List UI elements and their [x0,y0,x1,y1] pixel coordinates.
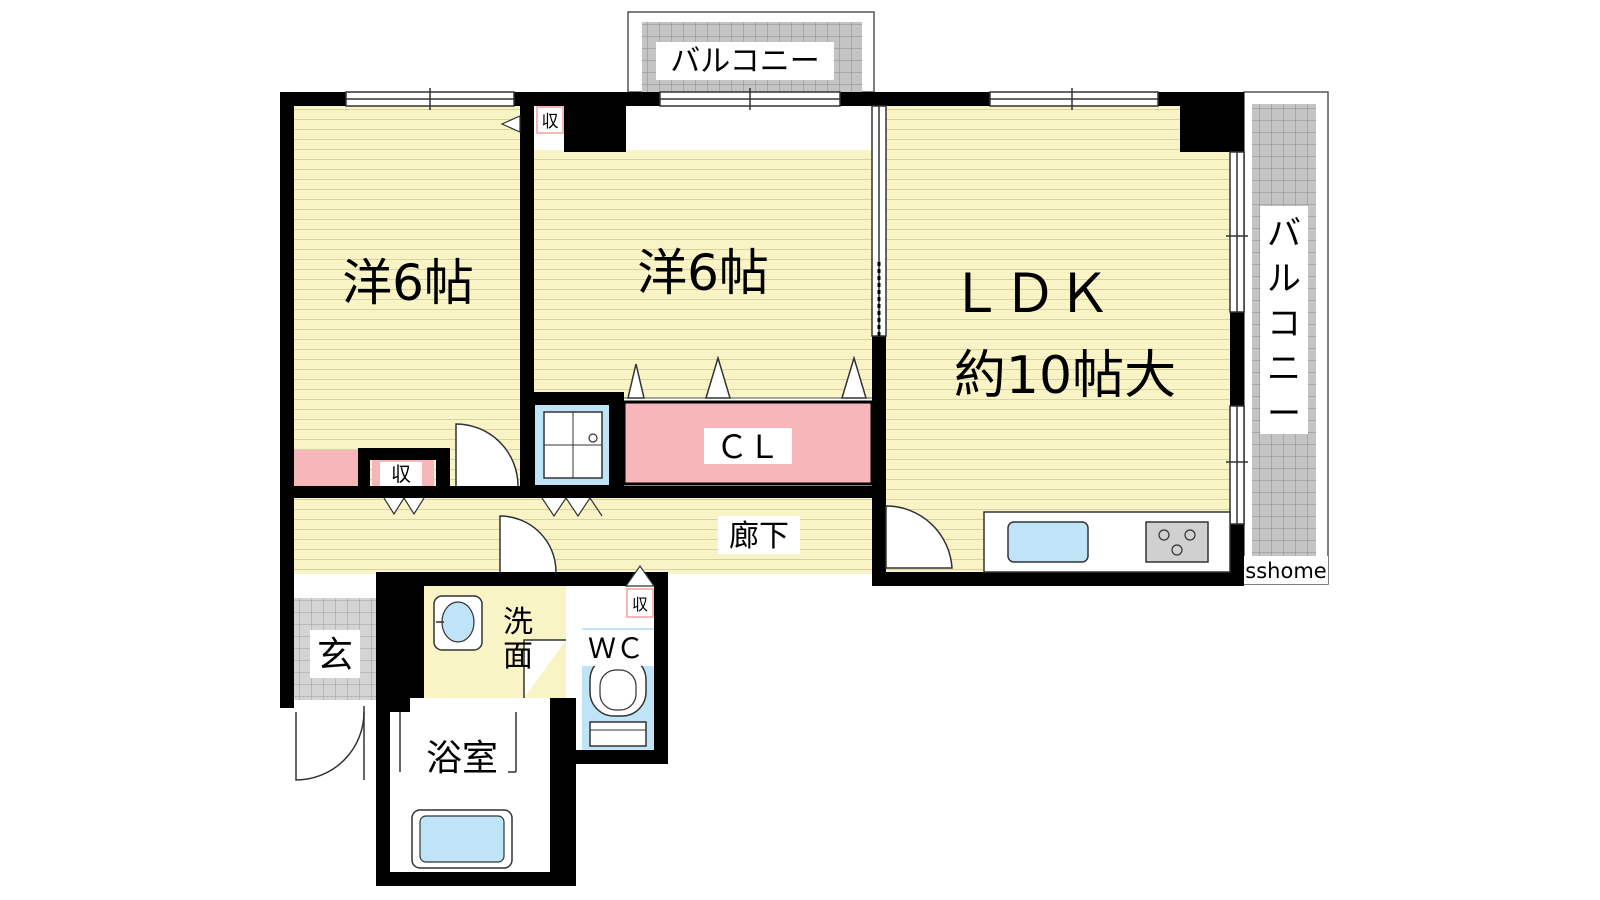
closet-folding-doors[interactable] [627,355,868,399]
balcony-right-char: ル [1267,259,1301,299]
balcony-top-label: バルコニー [670,44,819,79]
balcony-right-char: ニ [1267,349,1301,389]
room-floor-western-left [294,106,524,494]
doors[interactable] [295,423,953,781]
balcony-right-char: バ [1267,214,1301,254]
closet: ＣＬ [622,397,874,486]
room-label-entrance: 玄 [317,635,353,676]
bathtub [399,712,517,869]
balcony-top: バルコニー [627,11,875,93]
stove-burner-icon [1171,544,1183,556]
room-label-washroom-1: 洗 [503,605,533,640]
room-label-washroom-2: 面 [503,639,533,674]
balcony-right-char: コ [1267,304,1301,344]
wash-basin [433,595,483,651]
storage-top-label: 収 [542,112,559,132]
sliding-partition[interactable] [871,105,887,337]
stove-burner-icon [1184,529,1196,541]
utility-folding-doors[interactable] [541,497,603,518]
washer-space [533,403,611,487]
toilet-fixture [589,655,647,747]
room-floor-western-center [534,150,876,398]
kitchen-counter [983,511,1231,573]
room-floor-ldk [886,106,1232,574]
storage-wc-label: 収 [632,595,648,614]
room-size-ldk: 約10帖大 [954,346,1176,406]
room-label-toilet: ＷＣ [588,632,644,665]
room-label-western-center: 洋6帖 [637,244,769,302]
closet-label: ＣＬ [716,428,780,466]
watermark: sshome [1245,559,1326,583]
room-label-ldk: ＬＤＫ [949,262,1111,325]
stove-burner-icon [1158,529,1170,541]
balcony-right-char: ー [1267,394,1301,434]
storage-left-label: 収 [391,462,411,486]
room-label-bath: 浴室 [426,738,498,779]
room-label-corridor: 廊下 [729,519,789,554]
storage-left: 収 [294,450,434,516]
storage-wc: 収 [624,564,656,618]
storage-top: 収 [500,106,564,134]
room-label-western-left: 洋6帖 [342,254,474,312]
balcony-right: バ ル コ ニ ー sshome [1243,91,1329,585]
windows [345,88,1248,525]
